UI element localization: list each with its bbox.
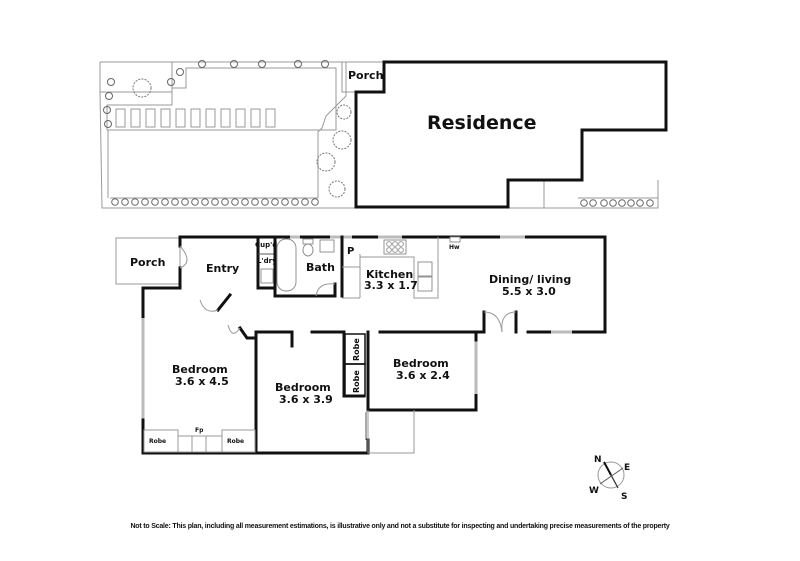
robe-b1-right-label: Robe: [227, 438, 244, 445]
residence-outline: [354, 60, 668, 209]
laundry-label: L'dry: [257, 257, 277, 265]
pantry-label: P: [347, 246, 354, 257]
porch-label: Porch: [130, 256, 165, 269]
compass-w: W: [589, 486, 599, 496]
bedroom2-size: 3.6 x 3.9: [279, 393, 333, 406]
hot-water-label: Hw: [449, 244, 460, 251]
parking-bays: [115, 108, 276, 128]
bedroom1-size: 3.6 x 4.5: [175, 375, 229, 388]
residence-label: Residence: [427, 112, 537, 134]
bath-label: Bath: [306, 261, 335, 274]
bedroom1-label: Bedroom: [172, 363, 228, 376]
site-plan: Porch Residence: [99, 60, 668, 209]
compass-icon: N E S W: [589, 455, 630, 502]
shrubs: [103, 60, 329, 128]
cupboard-label: Cup'd: [255, 241, 277, 249]
bedroom3-size: 3.6 x 2.4: [396, 369, 450, 382]
kitchen-size: 3.3 x 1.7: [364, 279, 418, 292]
compass-s: S: [621, 492, 627, 502]
hedge-row-right: [580, 199, 654, 207]
fireplace-label: Fp: [195, 427, 204, 434]
hedge-row-left: [111, 198, 319, 206]
kitchen-label: Kitchen: [366, 268, 413, 281]
compass-e: E: [624, 463, 630, 473]
site-porch-label: Porch: [348, 69, 383, 82]
dining-living-size: 5.5 x 3.0: [502, 285, 556, 298]
bedroom3-label: Bedroom: [393, 357, 449, 370]
compass-n: N: [594, 455, 602, 465]
robe-b3-label: Robe: [352, 370, 361, 393]
dining-living-label: Dining/ living: [489, 273, 571, 286]
trees: [132, 78, 352, 198]
floor-plan: Porch Entry Cup'd L'dry Bath P Kitchen 3…: [115, 235, 607, 455]
bedroom2-label: Bedroom: [275, 381, 331, 394]
robe-b2-label: Robe: [352, 338, 361, 361]
porch-area: [115, 237, 181, 285]
robe-b1-left-label: Robe: [149, 438, 166, 445]
entry-label: Entry: [206, 262, 239, 275]
disclaimer-text: Not to Scale: This plan, including all m…: [130, 523, 670, 530]
